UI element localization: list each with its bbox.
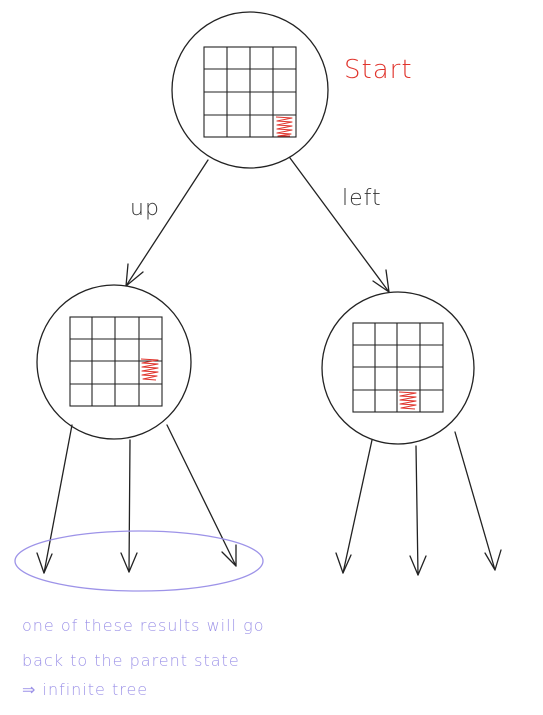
infinite-tree-note: one of these results will go back to the…: [22, 616, 264, 699]
left-child-node: [321, 291, 475, 445]
edge-left-label: left: [342, 186, 382, 211]
left-child-grid: [352, 322, 444, 413]
left-child-circle: [321, 291, 475, 445]
repeated-state-highlight-ellipse: [14, 530, 264, 592]
up-child-circle: [36, 284, 192, 440]
root-node: [171, 11, 329, 169]
note-line-1: one of these results will go: [22, 616, 264, 635]
note-line-2: back to the parent state: [22, 651, 240, 670]
edge-left-line: [289, 157, 390, 293]
up-child-branches: [36, 424, 237, 574]
up-child-node: [36, 284, 192, 440]
edge-left: [289, 157, 390, 293]
start-label: Start: [344, 55, 413, 85]
root-blank-tile-scribble: [275, 116, 293, 137]
root-grid: [203, 46, 297, 138]
left-child-blank-tile-scribble: [398, 391, 417, 410]
edge-up-label: up: [130, 196, 160, 221]
root-node-circle: [171, 11, 329, 169]
edge-up: [125, 159, 209, 287]
left-child-branches: [335, 431, 502, 576]
edge-up-line: [125, 159, 209, 287]
up-child-blank-tile-scribble: [140, 358, 159, 381]
up-child-grid: [69, 316, 163, 407]
note-line-3: ⇒ infinite tree: [22, 680, 148, 699]
